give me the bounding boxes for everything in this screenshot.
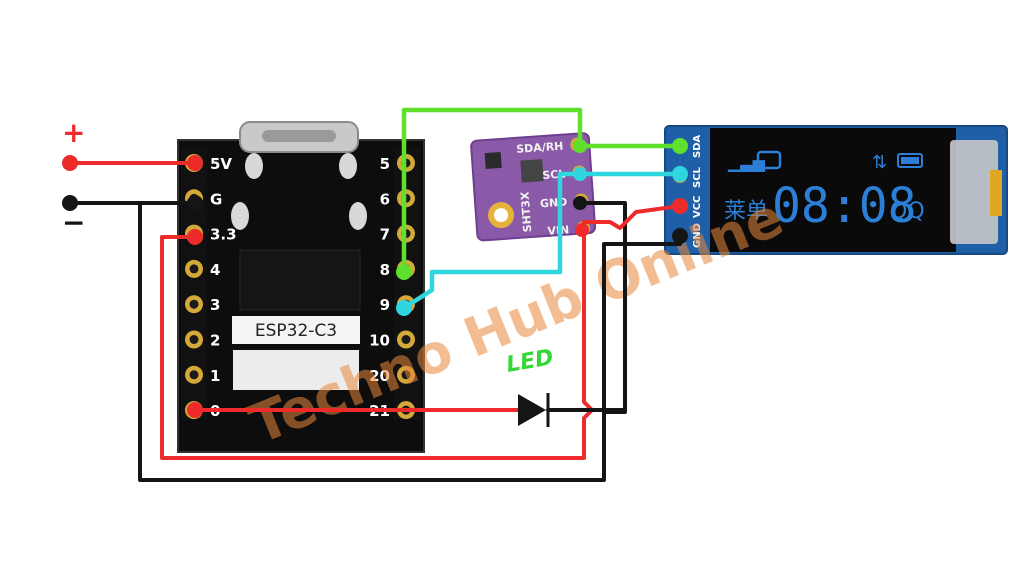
esp-5v-dot [187,155,203,171]
pin-hole [189,370,199,380]
board-pad [231,202,249,230]
board-pad [349,202,367,230]
oled-vcc-dot [672,198,688,214]
esp32-right-pin-label: 6 [380,190,390,208]
sensor-pin-label: GND [540,195,568,210]
transfer-icon: ⇅ [872,152,887,173]
signal-icon: ▁▃▅ [727,153,766,172]
esp32-left-pin-label: 5V [210,155,232,173]
negative-label: − [62,206,85,239]
esp32-right-pin-label: 9 [380,296,390,314]
battery-icon [897,153,923,168]
esp32-right-pin-label: 5 [380,155,390,173]
pin-hole [189,299,199,309]
esp32-right-pin-label: 8 [380,261,390,279]
oled-time: 08:08 [772,178,917,234]
sda-wire [401,107,683,275]
pin-hole [401,370,411,380]
pin-hole [189,335,199,344]
esp32-right-pin-label: 20 [369,367,390,385]
esp-gpio8-dot [396,264,412,280]
negative-terminal [62,195,78,211]
esp32-left-pin-label: G [210,190,222,208]
oled-left-text: 莱单 [724,199,768,224]
esp32-right-pin-label: 10 [369,332,390,350]
oled-pin-label: SCL [692,166,703,188]
pin-hole [189,264,199,274]
esp-gpio9-dot [396,300,412,316]
sensor-silk: SHT3X [518,191,534,233]
board-pad [339,153,357,179]
message-icon [756,150,782,170]
esp-g-dot [187,195,203,211]
sensor-pin-label: SDA/RH [516,140,564,156]
esp32-left-pin-label: 1 [210,367,220,385]
esp32-left-pin-label: 2 [210,332,220,350]
sensor-gnd-dot [573,196,587,210]
esp32-left-pin-label: 3 [210,296,220,314]
vcc-3v3-wire [160,228,594,460]
board-name: ESP32-C3 [255,321,337,341]
wire-terminals [62,138,688,418]
oled-right-text: QQ [890,199,925,224]
positive-label: + [62,116,85,149]
sensor-sda-dot [573,139,587,153]
sensor-scl-dot [573,167,587,181]
board-name-plate [232,316,360,344]
led-diode-symbol [518,393,550,427]
positive-terminal [62,155,78,171]
oled-display-module: ▁▃▅ ⇅ 莱单 08:08 QQ SDA SCL VCC GND [664,125,1008,255]
esp32-right-pin-label: 7 [380,226,390,244]
pin-hole [401,335,411,344]
esp32-left-pin-label: 3.3 [210,226,237,244]
esp-3v3-dot [187,229,203,245]
sensor-vin-dot [575,223,589,237]
oled-gnd-dot [672,228,688,244]
oled-pin-label: SDA [692,134,703,158]
board-pad [245,153,263,179]
esp32-left-pin-label: 4 [210,261,220,279]
esp-gpio0-dot [187,402,203,418]
oled-sda-dot [672,138,688,154]
oled-pin-label: VCC [692,196,703,218]
oled-scl-dot [672,166,688,182]
oled-pin-label: GND [692,223,703,248]
